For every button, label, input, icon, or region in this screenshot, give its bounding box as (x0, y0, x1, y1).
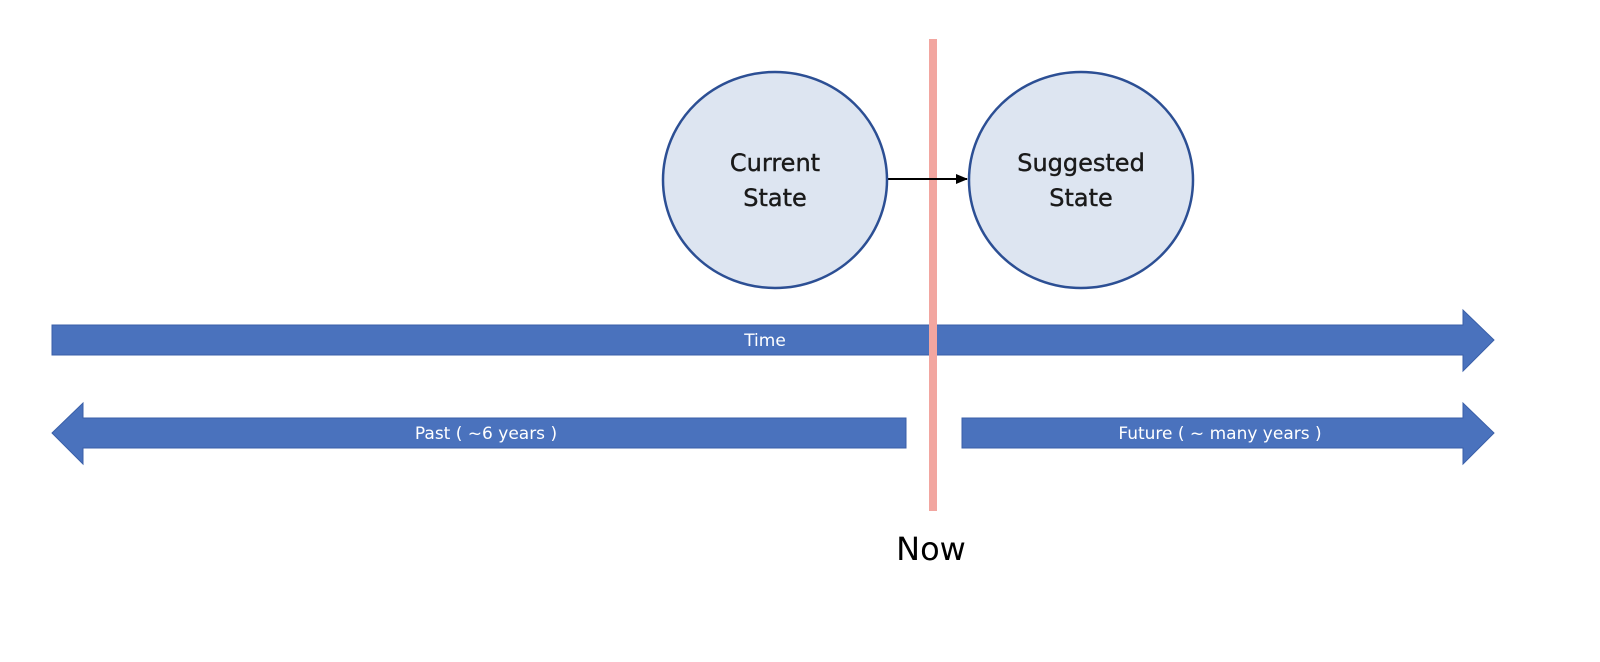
now-marker-line (929, 39, 937, 511)
now-label: Now (896, 530, 966, 568)
current-state-label-line2: State (743, 184, 807, 212)
time-arrow-label: Time (743, 331, 786, 351)
suggested-state-label-line2: State (1049, 184, 1113, 212)
future-arrow-label: Future ( ~ many years ) (1118, 424, 1321, 444)
suggested-state-label-line1: Suggested (1017, 149, 1145, 177)
time-arrow (51, 308, 1495, 373)
past-arrow-label: Past ( ~6 years ) (415, 424, 557, 444)
past-arrow (51, 401, 907, 466)
current-state-node (661, 70, 889, 290)
current-state-label-line1: Current (730, 149, 820, 177)
future-arrow (961, 401, 1495, 466)
suggested-state-node (967, 70, 1195, 290)
